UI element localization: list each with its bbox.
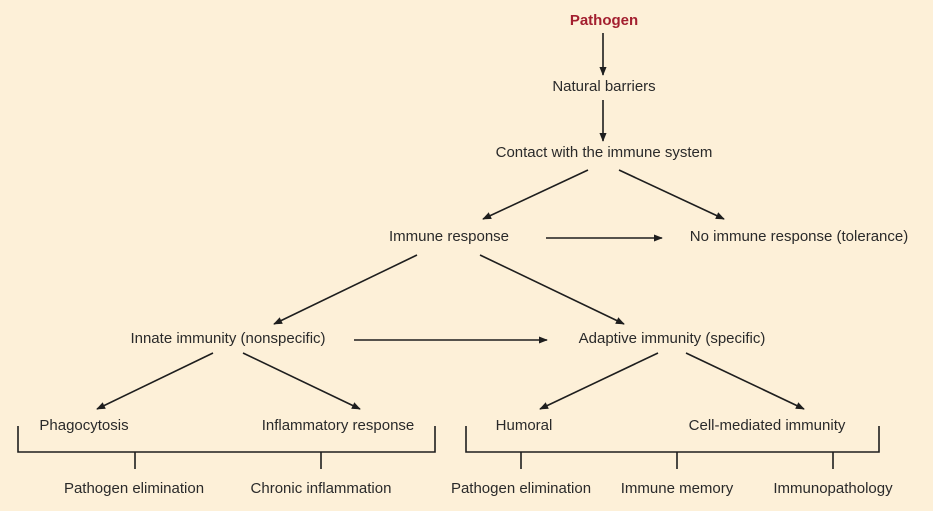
arrows [96,33,805,410]
outcome-immune-memory: Immune memory [621,480,734,497]
arrow-response-adaptive [479,254,625,325]
arrow-contact-tolerance [618,169,725,220]
node-natural-barriers: Natural barriers [552,78,655,95]
node-cell-mediated: Cell-mediated immunity [689,417,846,434]
adaptive-bracket [465,426,880,469]
node-humoral: Humoral [496,417,553,434]
node-no-immune-response: No immune response (tolerance) [690,228,908,245]
innate-bracket [17,426,436,469]
node-adaptive: Adaptive immunity (specific) [579,330,766,347]
arrow-innate-inflammatory [242,352,361,410]
arrow-response-innate [273,254,418,325]
arrow-innate-phagocytosis [96,352,214,410]
arrow-contact-response [482,169,589,220]
arrow-adaptive-cell-mediated [685,352,805,410]
arrow-adaptive-humoral [539,352,659,410]
outcome-pathogen-elimination-innate: Pathogen elimination [64,480,204,497]
node-pathogen: Pathogen [570,12,638,29]
node-inflammatory: Inflammatory response [262,417,415,434]
node-contact: Contact with the immune system [496,144,713,161]
outcome-immunopathology: Immunopathology [773,480,893,497]
outcome-chronic-inflammation: Chronic inflammation [251,480,392,497]
node-innate: Innate immunity (nonspecific) [130,330,325,347]
outcome-pathogen-elimination-adaptive: Pathogen elimination [451,480,591,497]
node-phagocytosis: Phagocytosis [39,417,128,434]
node-immune-response: Immune response [389,228,509,245]
